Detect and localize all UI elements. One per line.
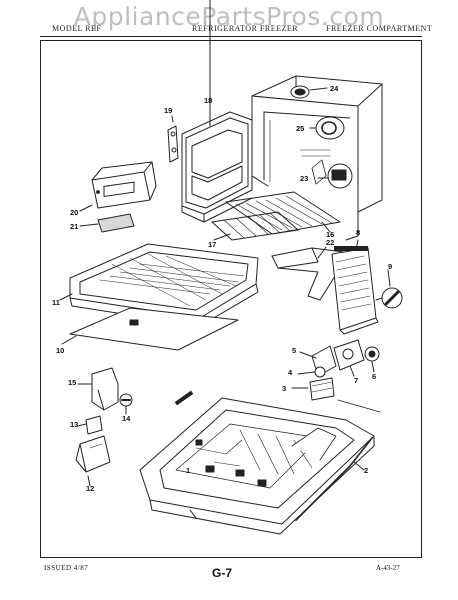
callout-24: 24 xyxy=(330,84,339,93)
callout-13: 13 xyxy=(70,420,79,429)
part-21-label xyxy=(79,213,135,233)
part-25-light-socket xyxy=(309,116,345,140)
part-17-shelf xyxy=(211,211,299,241)
document-code: A-43-27 xyxy=(376,564,400,572)
part-23-damper-control xyxy=(311,159,353,189)
page-number: G-7 xyxy=(212,566,233,580)
part-24-plug xyxy=(290,85,328,99)
part-2-gasket xyxy=(295,399,381,521)
part-15-ice-bucket xyxy=(77,367,119,411)
callout-18: 18 xyxy=(204,96,213,105)
callout-23: 23 xyxy=(300,174,309,183)
callout-16: 16 xyxy=(326,230,335,239)
callout-4: 4 xyxy=(288,368,293,377)
dark-accents xyxy=(174,246,368,406)
callout-19: 19 xyxy=(164,106,173,115)
part-7-control-housing xyxy=(333,339,365,377)
callout-10: 10 xyxy=(56,346,65,355)
part-12-ice-bin xyxy=(75,435,111,487)
part-14-stop-clip xyxy=(119,393,133,415)
part-11-shelf-tray xyxy=(59,243,259,327)
issued-date: ISSUED 4/87 xyxy=(44,564,89,572)
callout-1: 1 xyxy=(186,466,191,475)
diagram-frame xyxy=(40,40,422,558)
callout-5: 5 xyxy=(292,346,297,355)
part-20-bin-front xyxy=(79,161,157,212)
callout-22: 22 xyxy=(326,238,335,247)
callout-20: 20 xyxy=(70,208,79,217)
header-rule xyxy=(40,36,422,37)
part-18-freezer-door-panel xyxy=(181,0,253,223)
callout-17: 17 xyxy=(208,240,217,249)
callout-6: 6 xyxy=(372,372,377,381)
freezer-liner xyxy=(251,75,383,241)
callout-15: 15 xyxy=(68,378,77,387)
header-appliance: REFRIGERATOR FREEZER xyxy=(192,24,299,33)
callout-9: 9 xyxy=(388,262,393,271)
callout-14: 14 xyxy=(122,414,131,423)
callout-25: 25 xyxy=(296,124,305,133)
part-3-wire-harness xyxy=(291,377,335,401)
callout-3: 3 xyxy=(282,384,287,393)
watermark: AppliancePartsPros.com xyxy=(73,2,385,31)
callout-8: 8 xyxy=(356,228,361,237)
part-8-evaporator-cover xyxy=(331,239,379,335)
part-16-shelf xyxy=(225,191,341,235)
part-19-hinge xyxy=(167,115,179,163)
callout-11: 11 xyxy=(52,298,60,307)
header-model-ref: MODEL REF xyxy=(52,24,102,33)
header-section: FREEZER COMPARTMENT xyxy=(326,24,433,33)
part-9-fan-grommet xyxy=(375,269,403,309)
callout-21: 21 xyxy=(70,222,79,231)
part-4-knob xyxy=(297,366,326,378)
callout-12: 12 xyxy=(86,484,95,493)
callout-2: 2 xyxy=(364,466,369,475)
callout-7: 7 xyxy=(354,376,359,385)
part-1-freezer-bottom-pan xyxy=(139,397,375,535)
part-13-bracket xyxy=(77,415,103,435)
part-6-dial xyxy=(364,346,380,373)
part-22-air-duct xyxy=(271,246,345,301)
part-10-shelf-panel xyxy=(61,307,239,351)
